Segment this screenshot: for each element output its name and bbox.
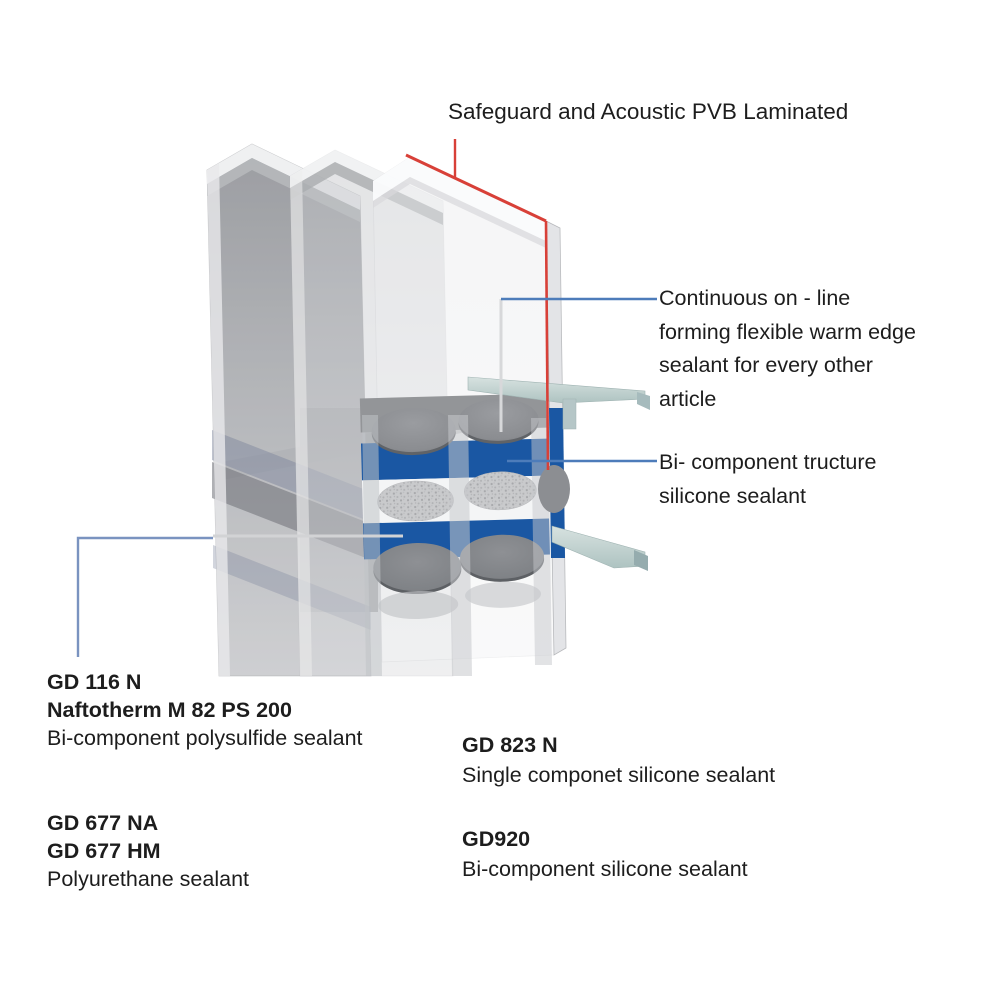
sealant-dome-top-2: [458, 398, 539, 441]
sealant-dome-bottom-2: [460, 534, 545, 579]
leader-lines: [76, 139, 657, 657]
bi-silicone-description: Bi-component silicone sealant: [462, 857, 748, 881]
pvb-laminate-edge: [405, 153, 550, 471]
polysulfide-description: Bi-component polysulfide sealant: [47, 726, 363, 750]
bracket-top: [467, 376, 650, 430]
callout-bi-component-silicone: GD920 Bi-component silicone sealant: [462, 824, 748, 884]
callout-polysulfide: GD 116 N Naftotherm M 82 PS 200 Bi-compo…: [47, 668, 363, 752]
callout-warm-edge-line1: Continuous on - line: [659, 286, 851, 310]
callout-warm-edge-line3: sealant for every other: [659, 353, 873, 377]
callout-warm-edge-line4: article: [659, 386, 717, 411]
callout-warm-edge-line2: forming flexible warm edge: [659, 319, 916, 344]
bi-silicone-code: GD920: [462, 827, 531, 851]
polysulfide-code-1: GD 116 N: [47, 670, 142, 694]
polysulfide-code-2: Naftotherm M 82 PS 200: [47, 698, 292, 722]
polyurethane-code-1: GD 677 NA: [47, 811, 159, 835]
polyurethane-code-2: GD 677 HM: [47, 839, 161, 863]
edge-silicone: [538, 408, 570, 558]
bracket-bottom: [551, 525, 648, 571]
callout-warm-edge: Continuous on - line forming flexible wa…: [659, 282, 916, 416]
callout-structural-silicone: Bi- component tructure silicone sealant: [659, 446, 877, 513]
single-silicone-code: GD 823 N: [462, 733, 558, 757]
callout-single-component-silicone: GD 823 N Single componet silicone sealan…: [462, 730, 775, 790]
single-silicone-description: Single componet silicone sealant: [462, 763, 776, 787]
sealant-dome-top-1: [371, 408, 456, 453]
callout-structural-silicone-line2: silicone sealant: [659, 483, 807, 508]
polyurethane-description: Polyurethane sealant: [47, 867, 250, 891]
diagram-title: Safeguard and Acoustic PVB Laminated: [448, 99, 849, 124]
sealant-dome-bottom-1: [373, 542, 462, 592]
callout-polyurethane: GD 677 NA GD 677 HM Polyurethane sealant: [47, 809, 249, 893]
callout-structural-silicone-line1: Bi- component tructure: [659, 450, 877, 474]
leader-polysulfide-elbow: [76, 536, 213, 657]
spacer-end-blob: [538, 465, 570, 513]
